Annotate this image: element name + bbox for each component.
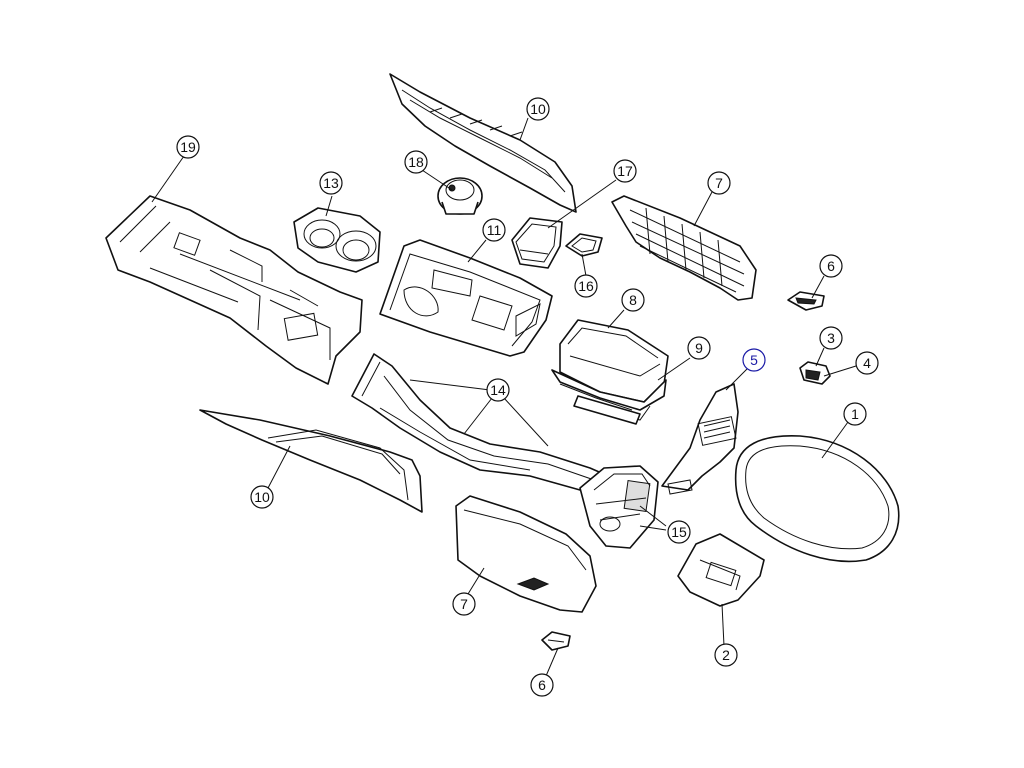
callout-label: 10 [254,489,270,505]
part-6-upper-clip [787,291,825,311]
callout-label: 6 [538,677,546,693]
callout-5-highlighted: 5 [742,348,766,372]
part-5-rear-bezel [661,383,739,495]
callout-label: 15 [671,524,687,540]
callout-3: 3 [819,326,843,350]
callout-8: 8 [621,288,645,312]
callout-9: 9 [687,336,711,360]
callout-label: 3 [827,330,835,346]
part-8-bin [559,319,669,403]
callout-label: 11 [487,222,502,238]
callout-10-upper: 10 [526,97,550,121]
callout-label: 19 [180,139,196,155]
callout-13: 13 [319,171,343,195]
part-18-knob [437,177,483,215]
part-19-console-frame [105,195,363,385]
callout-label: 1 [851,406,859,422]
callout-label: 16 [578,278,594,294]
callout-label: 14 [490,382,506,398]
callout-6-lower: 6 [530,673,554,697]
part-11-shifter-bezel [379,239,553,357]
callout-17: 17 [613,159,637,183]
leader-lines [151,117,857,677]
callout-label: 6 [827,258,835,274]
callout-label: 18 [408,154,424,170]
part-1-armrest-lid [734,435,900,563]
part-16-bracket [565,233,603,257]
callout-label: 5 [750,352,758,368]
callout-4: 4 [855,351,879,375]
callout-label: 7 [460,596,468,612]
callout-2: 2 [714,643,738,667]
callout-10-lower: 10 [250,485,274,509]
part-3-4-switch [799,361,831,385]
callout-label: 7 [715,175,723,191]
part-7-lower-door-panel [455,495,597,613]
callout-7-lower: 7 [452,592,476,616]
callout-15: 15 [667,520,691,544]
callout-label: 10 [530,101,546,117]
part-6-lower-clip [541,631,571,651]
part-10-upper-trim-panel [389,73,577,213]
part-2-latch-bracket [677,533,765,607]
callout-16: 16 [574,274,598,298]
callout-7-upper: 7 [707,171,731,195]
part-15-rear-duct [579,465,659,549]
callout-label: 4 [863,355,871,371]
part-7-upper-grille-panel [611,195,757,301]
callout-11: 11 [482,218,506,242]
part-17-storage-tray [511,217,563,269]
part-9-bin-frame [551,369,667,425]
callout-label: 9 [695,340,703,356]
callout-14: 14 [486,378,510,402]
callout-1: 1 [843,402,867,426]
callout-6-upper: 6 [819,254,843,278]
callout-label: 13 [323,175,339,191]
callout-18: 18 [404,150,428,174]
callout-label: 8 [629,292,637,308]
part-13-cupholder [293,207,381,273]
part-10-lower-side-panel [199,409,423,513]
callout-19: 19 [176,135,200,159]
callout-label: 17 [617,163,633,179]
callout-label: 2 [722,647,730,663]
